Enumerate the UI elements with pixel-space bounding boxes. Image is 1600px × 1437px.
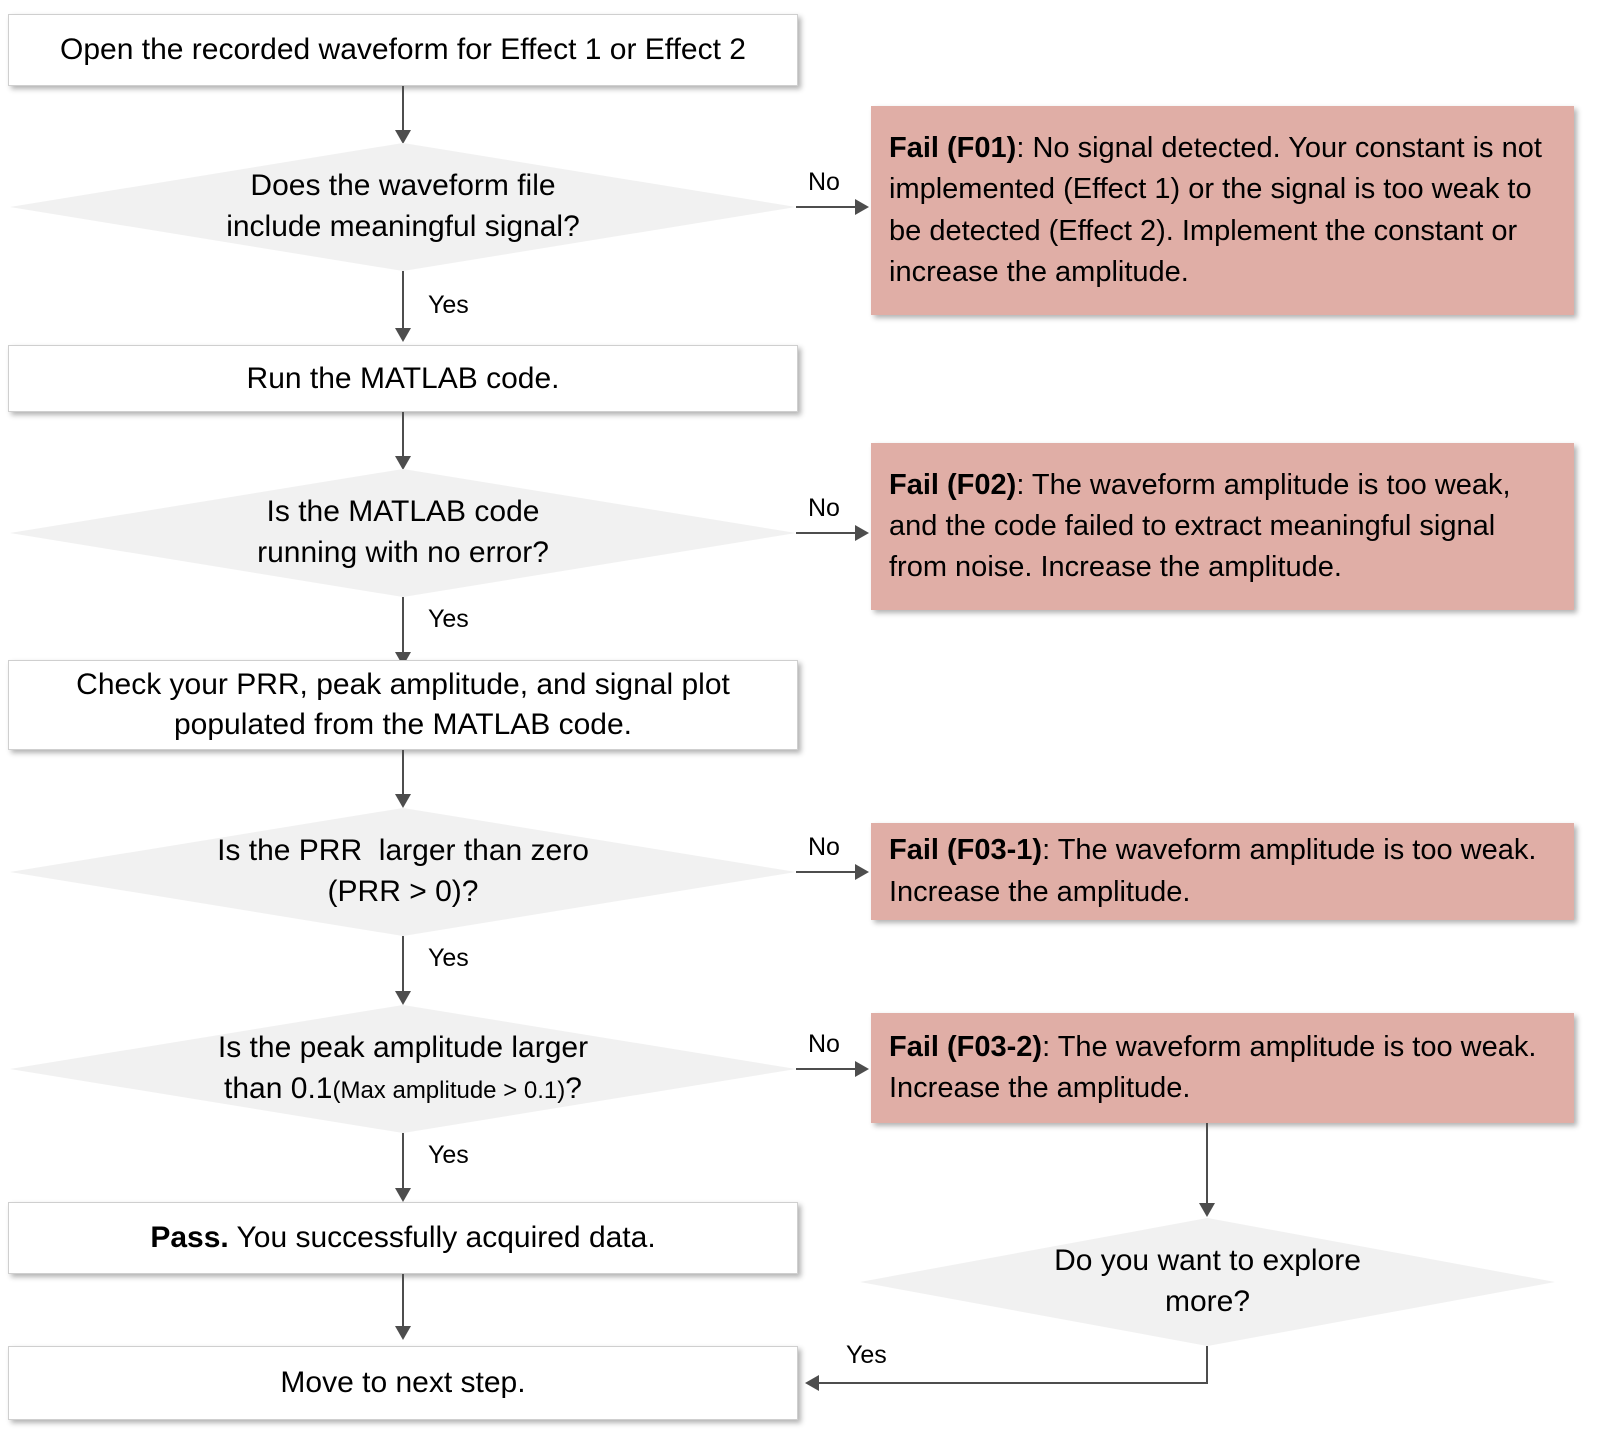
node-fail-f02[interactable]: Fail (F02): The waveform amplitude is to… [871, 443, 1574, 610]
decision-explore-line2: more? [1164, 1285, 1251, 1318]
decision-prr-line2: (PRR > 0)? [327, 875, 479, 908]
connector-explore-yes-vertical [1206, 1346, 1208, 1383]
fail-f02-sep: : [1016, 468, 1032, 501]
fail-f03-1-sep: : [1042, 834, 1058, 867]
arrowhead-signal-yes [395, 328, 411, 342]
connector-start-to-signal [402, 86, 404, 133]
arrowhead-peak-yes [395, 1188, 411, 1202]
arrowhead-run-to-matlabcheck [395, 456, 411, 470]
fail-f01-sep: : [1016, 132, 1033, 165]
fail-f01-label: Fail (F01) [889, 132, 1017, 165]
arrowhead-signal-no [855, 199, 869, 215]
fail-f03-1-label: Fail (F03-1) [889, 834, 1043, 867]
check-prr-line1: Check your PRR, peak amplitude, and sign… [76, 668, 730, 702]
node-decision-signal[interactable]: Does the waveform file include meaningfu… [10, 143, 796, 271]
connector-f032-to-explore [1206, 1123, 1208, 1205]
pass-body: You successfully acquired data. [228, 1221, 656, 1255]
arrowhead-prr-no [855, 864, 869, 880]
connector-matlab-no [796, 532, 856, 534]
arrowhead-matlab-no [855, 525, 869, 541]
edge-label-yes-2: Yes [428, 605, 469, 633]
arrowhead-peak-no [855, 1061, 869, 1077]
connector-peak-no [796, 1068, 856, 1070]
node-run-matlab[interactable]: Run the MATLAB code. [8, 345, 798, 412]
fail-f03-2-body: The waveform amplitude is too weak. Incr… [889, 1030, 1537, 1104]
decision-prr-line1: Is the PRR larger than zero [217, 834, 589, 868]
fail-f03-2-sep: : [1042, 1030, 1058, 1063]
arrowhead-start-to-signal [395, 130, 411, 144]
node-check-prr[interactable]: Check your PRR, peak amplitude, and sign… [8, 660, 798, 750]
node-decision-peak-text: Is the peak amplitude larger than 0.1(Ma… [89, 1028, 718, 1110]
arrowhead-prr-yes [395, 991, 411, 1005]
arrowhead-explore-yes [805, 1375, 819, 1391]
node-next-step[interactable]: Move to next step. [8, 1346, 798, 1420]
pass-label: Pass. [150, 1221, 229, 1255]
connector-prr-no [796, 871, 856, 873]
connector-prr-yes [402, 936, 404, 994]
connector-pass-to-next [402, 1274, 404, 1328]
decision-matlab-line2: running with no error? [257, 536, 549, 569]
fail-f01-body: No signal detected. Your constant is not… [889, 132, 1542, 288]
node-pass-text: Pass. You successfully acquired data. [150, 1218, 655, 1258]
arrowhead-pass-to-next [395, 1326, 411, 1340]
node-fail-f03-1-text: Fail (F03-1): The waveform amplitude is … [889, 830, 1558, 912]
decision-matlab-line1: Is the MATLAB code [266, 495, 540, 529]
connector-explore-yes-horizontal [818, 1382, 1208, 1384]
node-fail-f01[interactable]: Fail (F01): No signal detected. Your con… [871, 106, 1574, 315]
node-decision-matlab[interactable]: Is the MATLAB code running with no error… [10, 469, 796, 597]
node-fail-f03-2[interactable]: Fail (F03-2): The waveform amplitude is … [871, 1013, 1574, 1123]
node-decision-explore-text: Do you want to explore more? [957, 1241, 1457, 1323]
edge-label-no-1: No [808, 168, 840, 196]
fail-f03-1-body: The waveform amplitude is too weak. Incr… [889, 834, 1537, 908]
node-fail-f03-2-text: Fail (F03-2): The waveform amplitude is … [889, 1027, 1558, 1109]
arrowhead-checkprr-to-prrdecision [395, 794, 411, 808]
node-run-matlab-label: Run the MATLAB code. [246, 361, 560, 395]
decision-peak-small: (Max amplitude > 0.1) [332, 1077, 566, 1104]
connector-checkprr-to-prrdecision [402, 750, 404, 797]
edge-label-yes-4: Yes [428, 1141, 469, 1169]
edge-label-yes-1: Yes [428, 291, 469, 319]
check-prr-line2: populated from the MATLAB code. [173, 708, 633, 741]
connector-signal-yes [402, 271, 404, 331]
node-fail-f03-1[interactable]: Fail (F03-1): The waveform amplitude is … [871, 823, 1574, 920]
node-decision-peak[interactable]: Is the peak amplitude larger than 0.1(Ma… [10, 1005, 796, 1133]
edge-label-no-4: No [808, 1030, 840, 1058]
decision-signal-line1: Does the waveform file [250, 169, 556, 203]
node-decision-prr-text: Is the PRR larger than zero (PRR > 0)? [120, 831, 686, 913]
node-fail-f02-text: Fail (F02): The waveform amplitude is to… [889, 465, 1558, 589]
arrowhead-f032-to-explore [1199, 1203, 1215, 1217]
fail-f02-body: The waveform amplitude is too weak, and … [889, 468, 1511, 584]
decision-explore-line1: Do you want to explore [1054, 1244, 1361, 1278]
connector-peak-yes [402, 1133, 404, 1191]
decision-peak-main: than 0.1 [224, 1072, 333, 1105]
edge-label-yes-3: Yes [428, 944, 469, 972]
fail-f02-label: Fail (F02) [889, 468, 1017, 501]
node-start-label: Open the recorded waveform for Effect 1 … [60, 33, 746, 67]
edge-label-no-2: No [808, 494, 840, 522]
node-start[interactable]: Open the recorded waveform for Effect 1 … [8, 14, 798, 86]
node-decision-signal-text: Does the waveform file include meaningfu… [120, 166, 686, 248]
decision-peak-tail: ? [565, 1072, 582, 1105]
node-next-step-label: Move to next step. [280, 1366, 526, 1400]
node-decision-matlab-text: Is the MATLAB code running with no error… [120, 492, 686, 574]
edge-label-no-3: No [808, 833, 840, 861]
node-decision-prr[interactable]: Is the PRR larger than zero (PRR > 0)? [10, 808, 796, 936]
edge-label-yes-explore: Yes [846, 1341, 887, 1369]
node-check-prr-text: Check your PRR, peak amplitude, and sign… [76, 665, 730, 744]
node-decision-explore[interactable]: Do you want to explore more? [860, 1218, 1555, 1346]
decision-peak-line2: than 0.1(Max amplitude > 0.1)? [89, 1069, 718, 1110]
decision-signal-line2: include meaningful signal? [226, 210, 580, 243]
connector-signal-no [796, 206, 856, 208]
connector-matlab-yes [402, 597, 404, 655]
node-pass[interactable]: Pass. You successfully acquired data. [8, 1202, 798, 1274]
connector-run-to-matlabcheck [402, 412, 404, 459]
node-fail-f01-text: Fail (F01): No signal detected. Your con… [889, 128, 1558, 293]
decision-peak-line1: Is the peak amplitude larger [217, 1031, 589, 1065]
fail-f03-2-label: Fail (F03-2) [889, 1030, 1043, 1063]
